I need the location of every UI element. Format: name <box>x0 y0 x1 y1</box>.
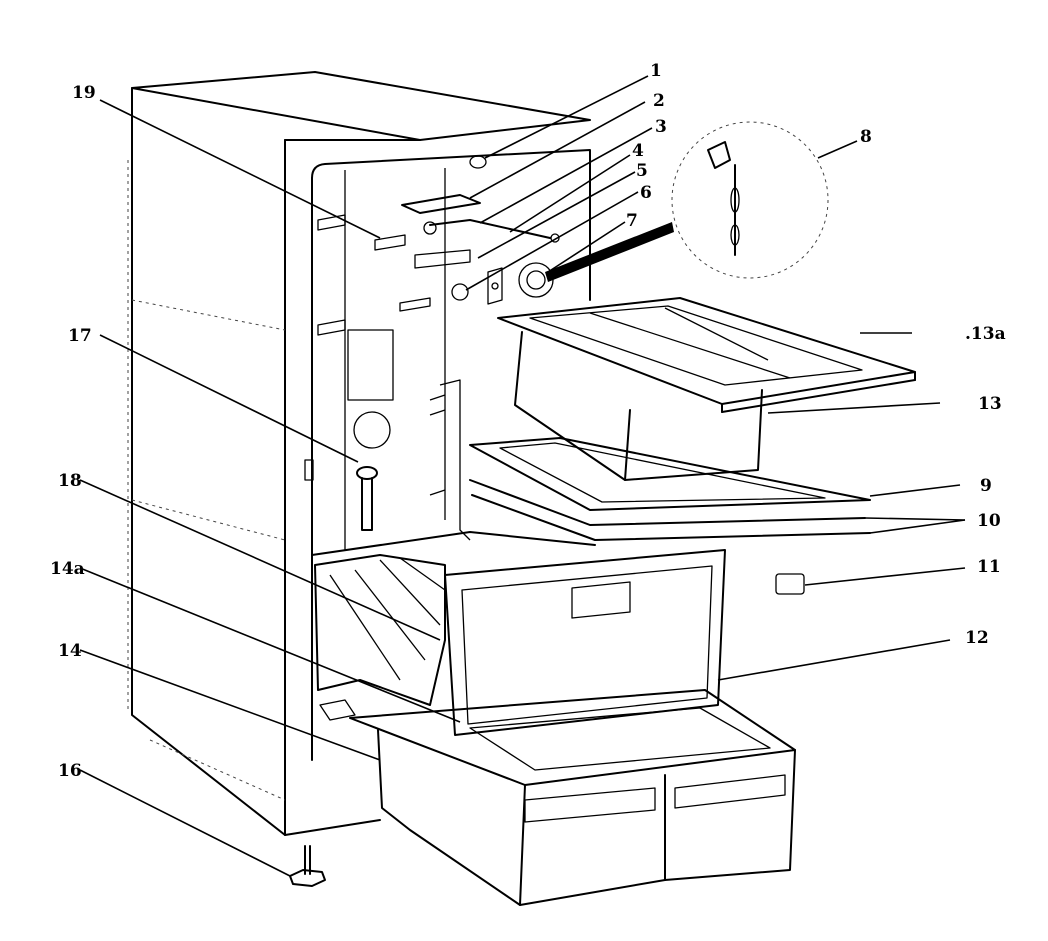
part-11-clip <box>775 573 805 595</box>
door-stop-pin <box>356 466 378 531</box>
leveling-foot <box>289 845 326 887</box>
detail-circle-8 <box>545 121 829 282</box>
label-part-9: 9 <box>980 476 992 496</box>
part-1-plug <box>469 155 487 169</box>
cabinet-liner <box>304 149 591 761</box>
label-part-17: 17 <box>68 326 92 346</box>
label-part-14a: 14a <box>50 559 85 579</box>
part-labels: 1 2 3 4 5 6 7 8 9 10 11 12 13 .13a 14 14… <box>50 61 1006 781</box>
label-part-7: 7 <box>626 211 638 231</box>
label-part-4: 4 <box>632 141 644 161</box>
part-6-knob <box>451 283 469 301</box>
label-part-13: 13 <box>978 394 1002 414</box>
label-part-5: 5 <box>636 161 648 181</box>
label-part-6: 6 <box>640 183 652 203</box>
label-part-8: 8 <box>860 127 872 147</box>
label-part-18: 18 <box>58 471 82 491</box>
label-part-3: 3 <box>655 117 667 137</box>
label-part-14: 14 <box>58 641 82 661</box>
cabinet-body <box>127 71 591 836</box>
label-part-1: 1 <box>650 61 662 81</box>
label-part-19: 19 <box>72 83 96 103</box>
label-part-13a: .13a <box>965 324 1006 344</box>
part-3-rod <box>429 219 551 239</box>
leader-lines <box>79 75 966 877</box>
crisper-drawers <box>349 689 796 906</box>
label-part-2: 2 <box>653 91 665 111</box>
freezer-compartment <box>497 297 916 481</box>
detail-callout-wedge <box>545 222 674 282</box>
label-part-11: 11 <box>977 557 1001 577</box>
lower-liner <box>311 531 596 721</box>
shelves <box>469 437 871 541</box>
part-2-bracket <box>401 194 481 214</box>
crisper-cover <box>444 549 805 736</box>
label-part-12: 12 <box>965 628 989 648</box>
thermostat-parts <box>401 155 560 305</box>
label-part-16: 16 <box>58 761 82 781</box>
label-part-10: 10 <box>977 511 1001 531</box>
